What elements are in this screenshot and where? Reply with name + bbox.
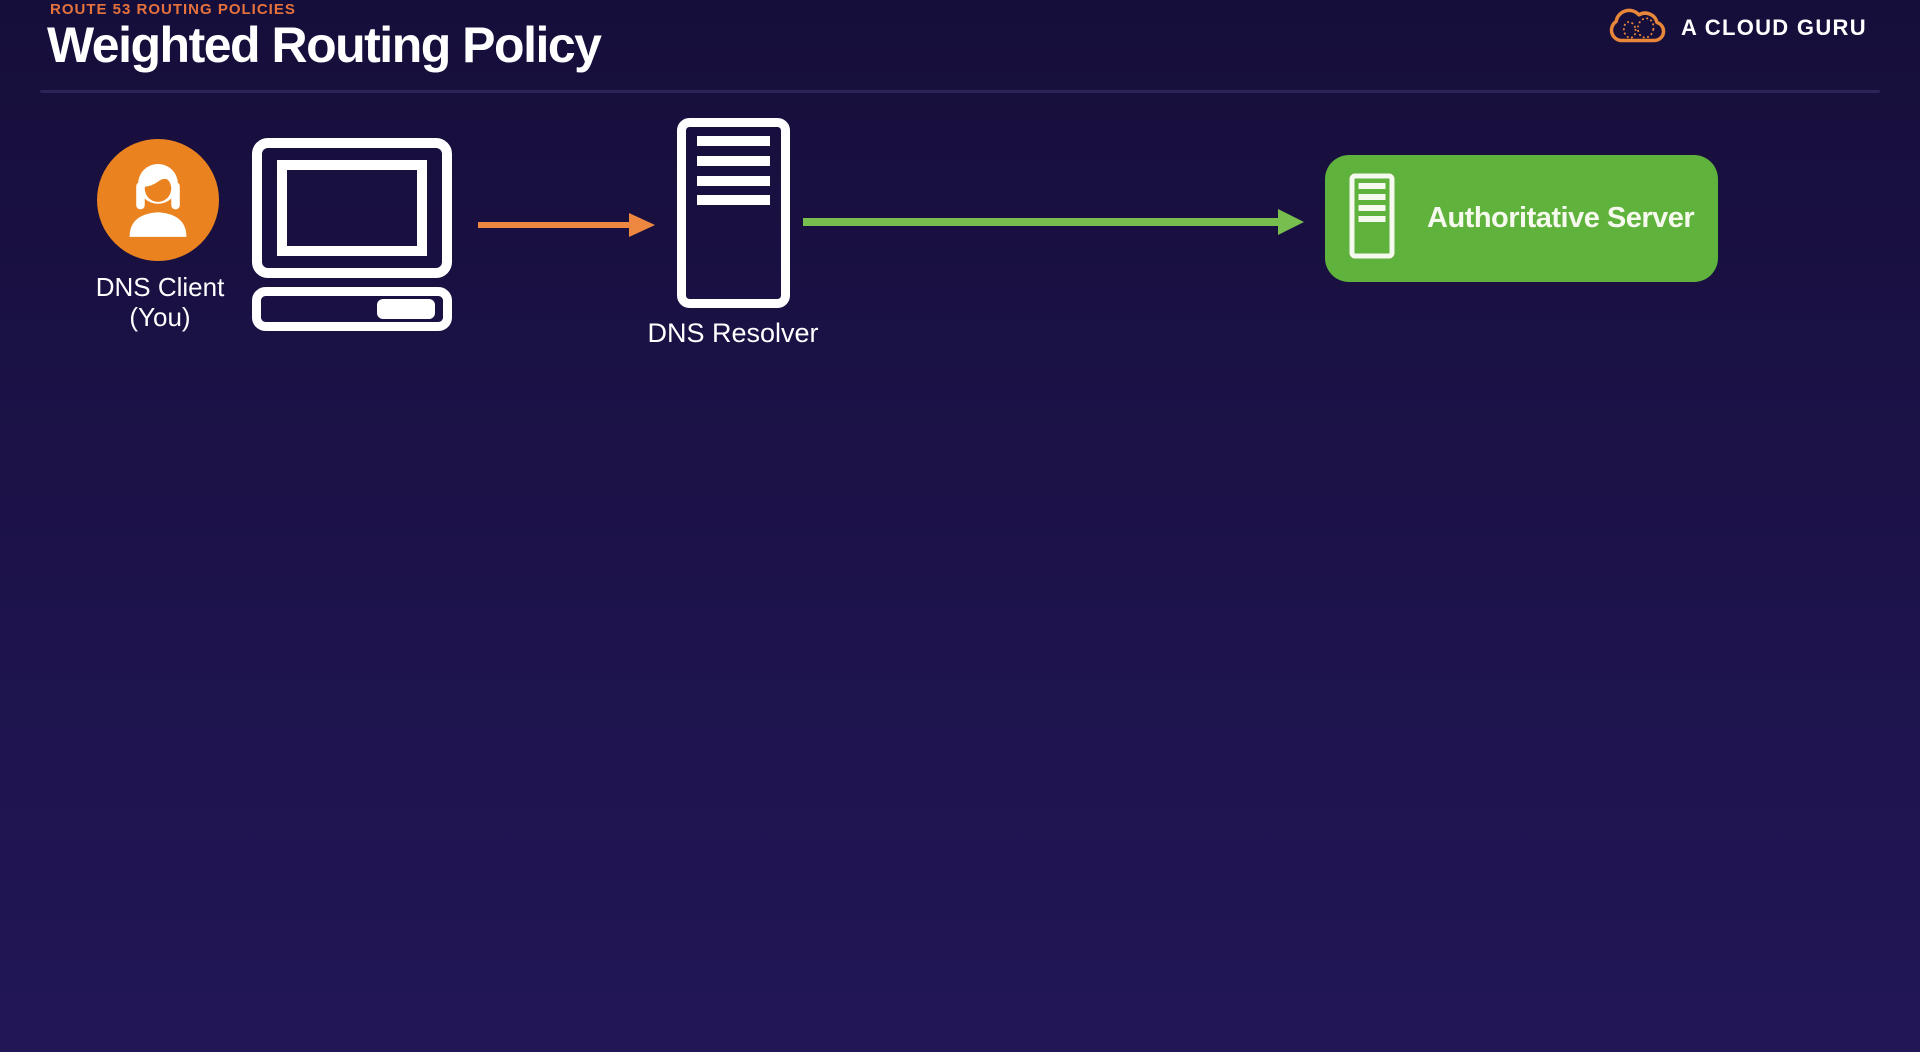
- arrow-right-icon-orange: [478, 211, 655, 244]
- acg-cloud-icon: [1606, 3, 1668, 54]
- slide-eyebrow: ROUTE 53 ROUTING POLICIES: [50, 1, 296, 18]
- dns-client-label-line2: (You): [129, 302, 191, 332]
- acg-logo: A CLOUD GURU: [1606, 5, 1867, 51]
- authoritative-server-label: Authoritative Server: [1427, 202, 1695, 234]
- server-icon-authoritative: [1349, 173, 1395, 264]
- dns-client-label-line1: DNS Client: [95, 272, 225, 302]
- server-icon-resolver: [677, 118, 790, 313]
- desktop-computer-icon: [252, 138, 452, 336]
- slide-title: Weighted Routing Policy: [47, 17, 602, 73]
- arrow-right-icon-green: [803, 207, 1304, 242]
- acg-logo-text: A CLOUD GURU: [1681, 15, 1867, 40]
- user-icon: [122, 159, 194, 244]
- dns-client-label: DNS Client (You): [96, 272, 225, 332]
- authoritative-server-box: Authoritative Server: [1325, 155, 1718, 282]
- dns-client-badge: [97, 139, 219, 261]
- dns-resolver-label: DNS Resolver: [647, 318, 819, 348]
- title-divider: [40, 90, 1880, 93]
